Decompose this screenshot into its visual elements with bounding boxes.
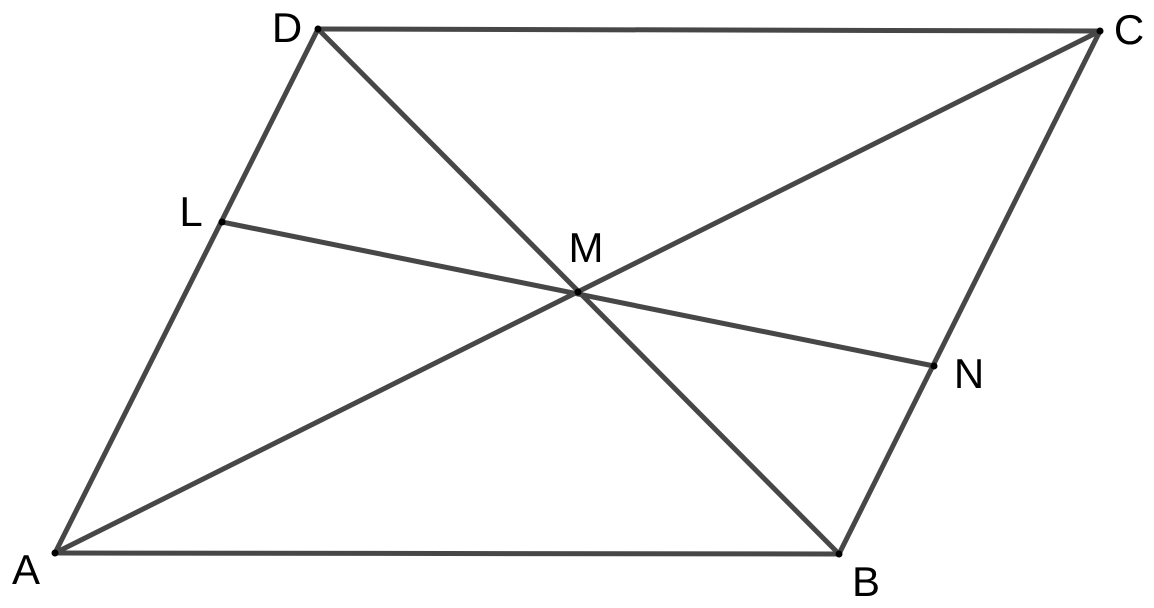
side-BC xyxy=(836,28,1103,557)
side-AB xyxy=(52,550,842,557)
side-CD xyxy=(315,26,1103,34)
point-dot-A xyxy=(51,549,59,557)
point-label-D: D xyxy=(272,4,302,51)
point-label-A: A xyxy=(12,546,40,593)
point-label-L: L xyxy=(179,188,202,235)
point-dot-N xyxy=(930,362,938,370)
side-DA xyxy=(52,26,321,556)
point-label-C: C xyxy=(1114,6,1144,53)
point-dot-L xyxy=(218,218,226,226)
point-label-M: M xyxy=(569,224,604,271)
point-label-N: N xyxy=(954,350,984,397)
point-label-B: B xyxy=(852,558,880,605)
point-dot-B xyxy=(835,550,843,558)
point-dot-D xyxy=(314,25,322,33)
point-dot-C xyxy=(1096,27,1104,35)
point-dot-M xyxy=(574,288,582,296)
